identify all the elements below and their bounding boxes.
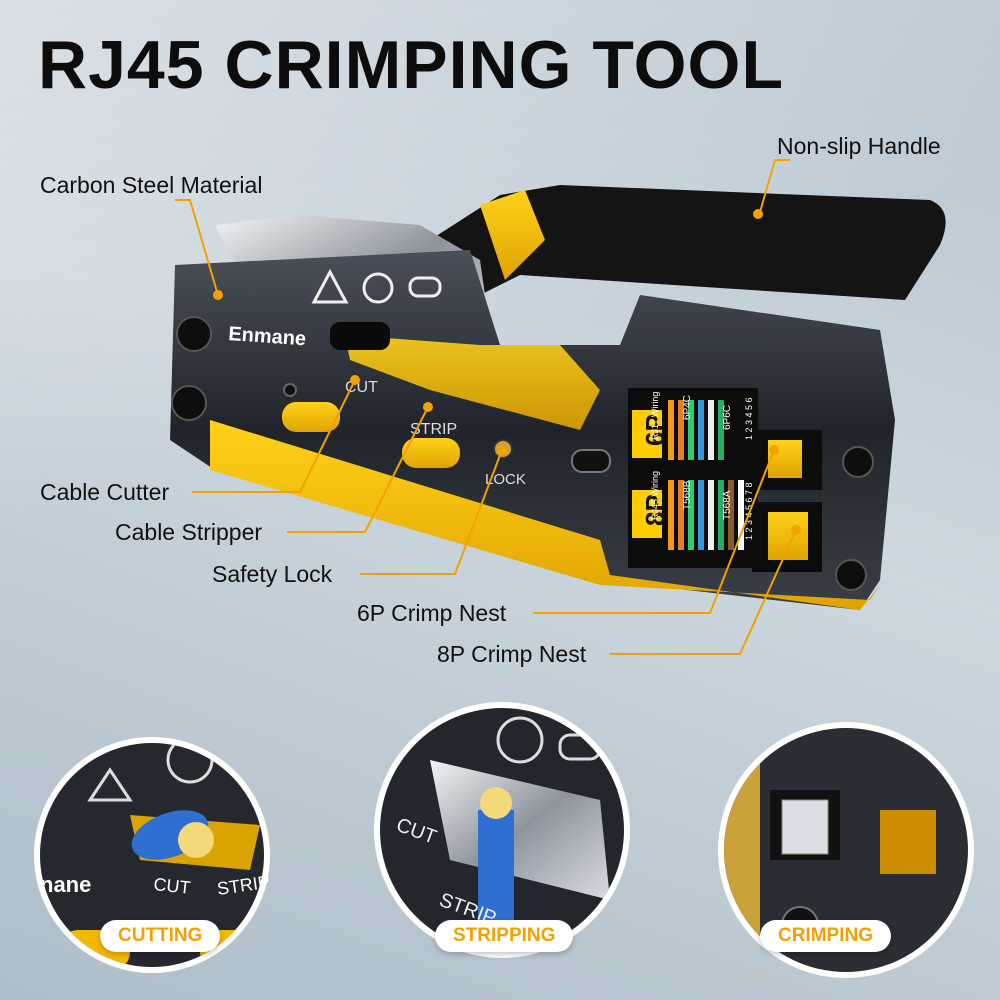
callout-cable-cutter: Cable Cutter	[40, 479, 170, 505]
callout-dots	[213, 209, 801, 535]
rj11-wiring-label: RJ11 Wiring	[650, 392, 660, 440]
brand-logo: Enmane	[228, 323, 307, 350]
wire-stripe	[708, 400, 714, 460]
wire-stripe	[708, 480, 714, 550]
cutting-detail-circle	[34, 737, 270, 973]
6p4c-label: 6P4C	[682, 395, 693, 420]
wire-stripe	[718, 480, 724, 550]
wire-stripe	[728, 480, 734, 550]
strip-label: STRIP	[410, 421, 457, 438]
wire-stripe	[678, 480, 684, 550]
rj45-wiring-label: RJ45 Wiring	[650, 471, 660, 520]
crimping-detail-circle	[718, 722, 974, 978]
stripping-label: STRIPPING	[435, 920, 574, 952]
lock-label: LOCK	[485, 471, 526, 488]
pins-6-label: 1 2 3 4 5 6	[744, 397, 754, 440]
crimping-label: CRIMPING	[760, 920, 891, 952]
brand-fragment: nane	[40, 872, 91, 897]
wire-stripe	[698, 480, 704, 550]
t568a-label: T568A	[722, 490, 733, 520]
wire-stripe	[668, 400, 674, 460]
wire-stripe	[698, 400, 704, 460]
circle-cut-label: CUT	[153, 874, 192, 898]
callout-6p-crimp-nest: 6P Crimp Nest	[357, 600, 507, 626]
crimp-nests	[752, 430, 822, 572]
wire-stripe	[688, 480, 694, 550]
wire-stripe	[668, 480, 674, 550]
t568b-label: T568B	[682, 480, 693, 510]
callout-non-slip-handle: Non-slip Handle	[777, 133, 941, 159]
wire-stripe	[678, 400, 684, 460]
wire-stripe	[688, 400, 694, 460]
wire-stripe	[718, 400, 724, 460]
callout-cable-stripper: Cable Stripper	[115, 519, 263, 545]
wiring-chart	[628, 388, 758, 568]
callout-carbon-steel: Carbon Steel Material	[40, 172, 263, 198]
8p-label: 8P	[640, 494, 670, 526]
stripping-detail-circle	[374, 702, 630, 958]
callout-lines	[175, 159, 797, 655]
6p6c-label: 6P6C	[722, 405, 733, 430]
6p-label: 6P	[640, 414, 670, 446]
cut-label: CUT	[345, 379, 378, 396]
cutting-label: CUTTING	[100, 920, 221, 952]
wire-stripe	[738, 480, 744, 550]
callout-8p-crimp-nest: 8P Crimp Nest	[437, 641, 587, 667]
callout-safety-lock: Safety Lock	[212, 561, 333, 587]
non-slip-handle	[430, 185, 946, 300]
page-title: RJ45 CRIMPING TOOL	[38, 27, 784, 103]
